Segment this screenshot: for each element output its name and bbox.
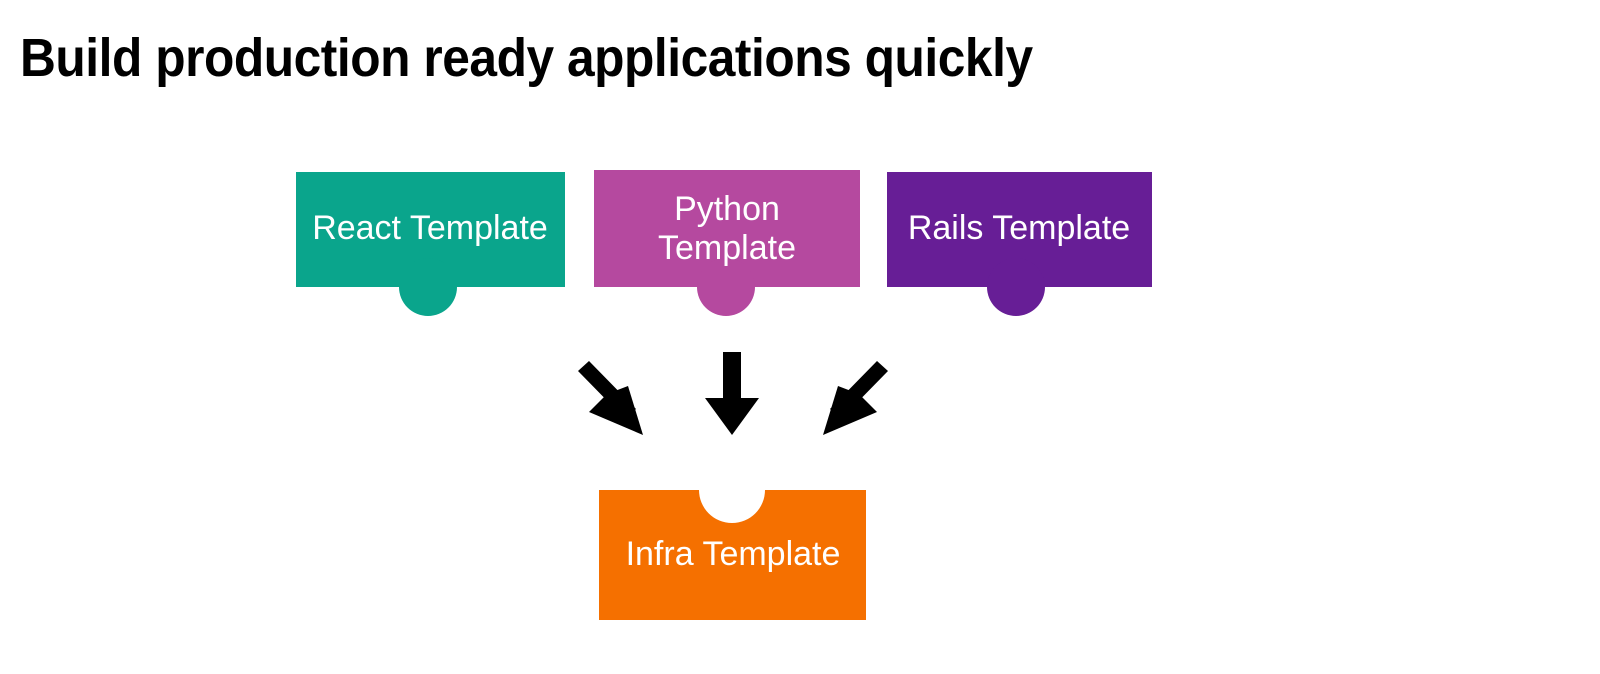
page-title: Build production ready applications quic… [20,28,1033,88]
react-piece-knob-icon [399,258,457,316]
puzzle-piece-rails[interactable]: Rails Template [887,172,1152,316]
python-piece-knob-icon [697,258,755,316]
react-piece-label: React Template [312,209,548,247]
arrow-center-icon [705,352,759,435]
infra-piece-body [599,490,866,620]
puzzle-piece-infra[interactable]: Infra Template [599,490,866,620]
puzzle-piece-react[interactable]: React Template [296,172,565,316]
python-piece-label-line1: Python [674,190,780,228]
arrow-left-icon [578,361,643,435]
rails-piece-label: Rails Template [908,209,1130,247]
python-piece-label-line2: Template [658,229,796,267]
rails-piece-knob-icon [987,258,1045,316]
puzzle-piece-python[interactable]: Python Template [594,170,860,316]
infra-piece-label: Infra Template [626,535,841,573]
arrow-right-icon [823,361,888,435]
